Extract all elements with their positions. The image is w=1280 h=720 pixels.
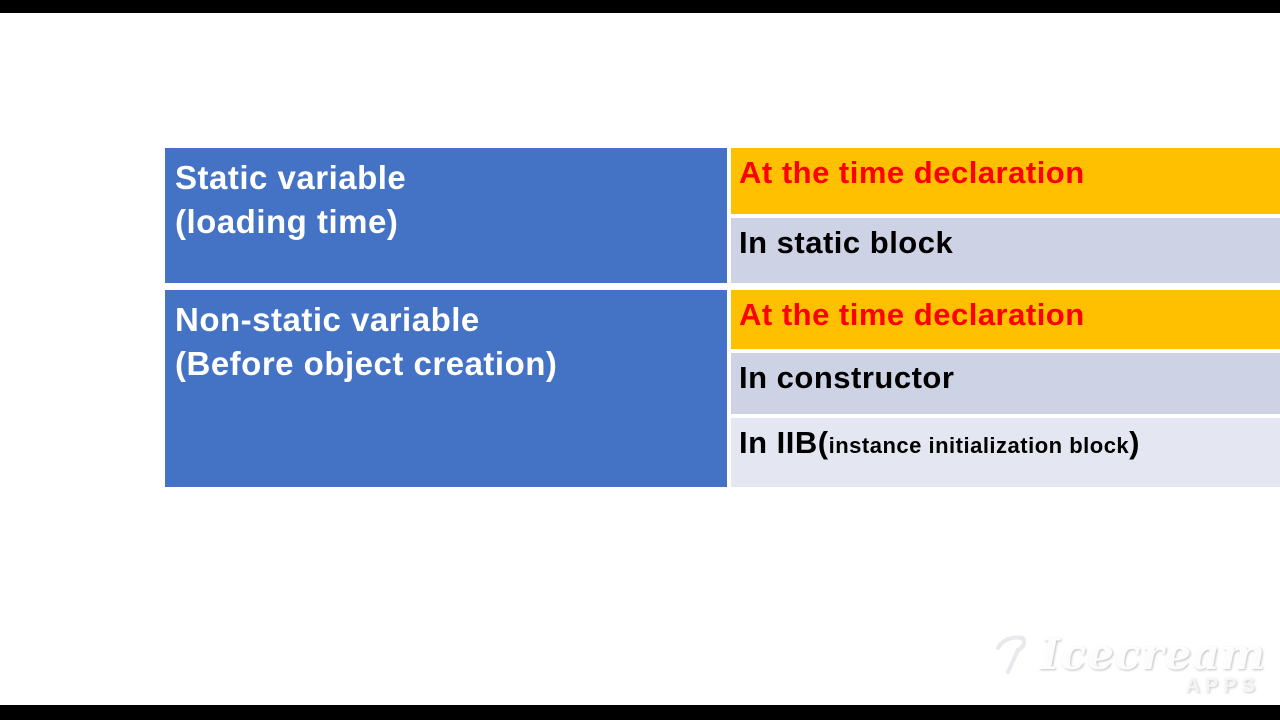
icecream-watermark: Icecream APPS	[992, 626, 1266, 698]
watermark-sub-text: APPS	[1185, 675, 1260, 697]
cell-text: In constructor	[739, 360, 955, 395]
cell-text: In static block	[739, 225, 954, 260]
cell-in-constructor: In constructor	[731, 353, 1280, 414]
icecream-logo-icon	[992, 626, 1034, 683]
watermark-row: Icecream	[992, 626, 1266, 683]
cell-in-iib: In IIB(instance initialization block)	[731, 418, 1280, 487]
cell-in-static-block: In static block	[731, 218, 1280, 283]
non-static-variable-cells: At the time declaration In constructor I…	[731, 290, 1280, 487]
cell-text-prefix: In IIB(	[739, 425, 829, 460]
cell-text-suffix: )	[1129, 425, 1140, 460]
row-header-line2: (loading time)	[175, 203, 399, 240]
table-row-static-variable: Static variable (loading time) At the ti…	[165, 148, 1280, 283]
row-header-line1: Non-static variable	[175, 301, 480, 338]
cell-static-at-time-declaration: At the time declaration	[731, 148, 1280, 214]
table-row-non-static-variable: Non-static variable (Before object creat…	[165, 290, 1280, 487]
letterbox-top-bar	[0, 0, 1280, 13]
cell-nonstatic-at-time-declaration: At the time declaration	[731, 290, 1280, 349]
cell-text: At the time declaration	[739, 297, 1085, 332]
static-variable-cells: At the time declaration In static block	[731, 148, 1280, 283]
row-header-non-static-variable: Non-static variable (Before object creat…	[165, 290, 727, 487]
watermark-brand-text: Icecream	[1039, 630, 1266, 679]
cell-text-small: instance initialization block	[828, 433, 1130, 458]
cell-text: At the time declaration	[739, 155, 1085, 190]
row-header-line2: (Before object creation)	[175, 345, 558, 382]
letterbox-bottom-bar	[0, 705, 1280, 720]
row-header-static-variable: Static variable (loading time)	[165, 148, 727, 283]
variable-initialization-table: Static variable (loading time) At the ti…	[165, 148, 1280, 487]
row-header-line1: Static variable	[175, 159, 407, 196]
